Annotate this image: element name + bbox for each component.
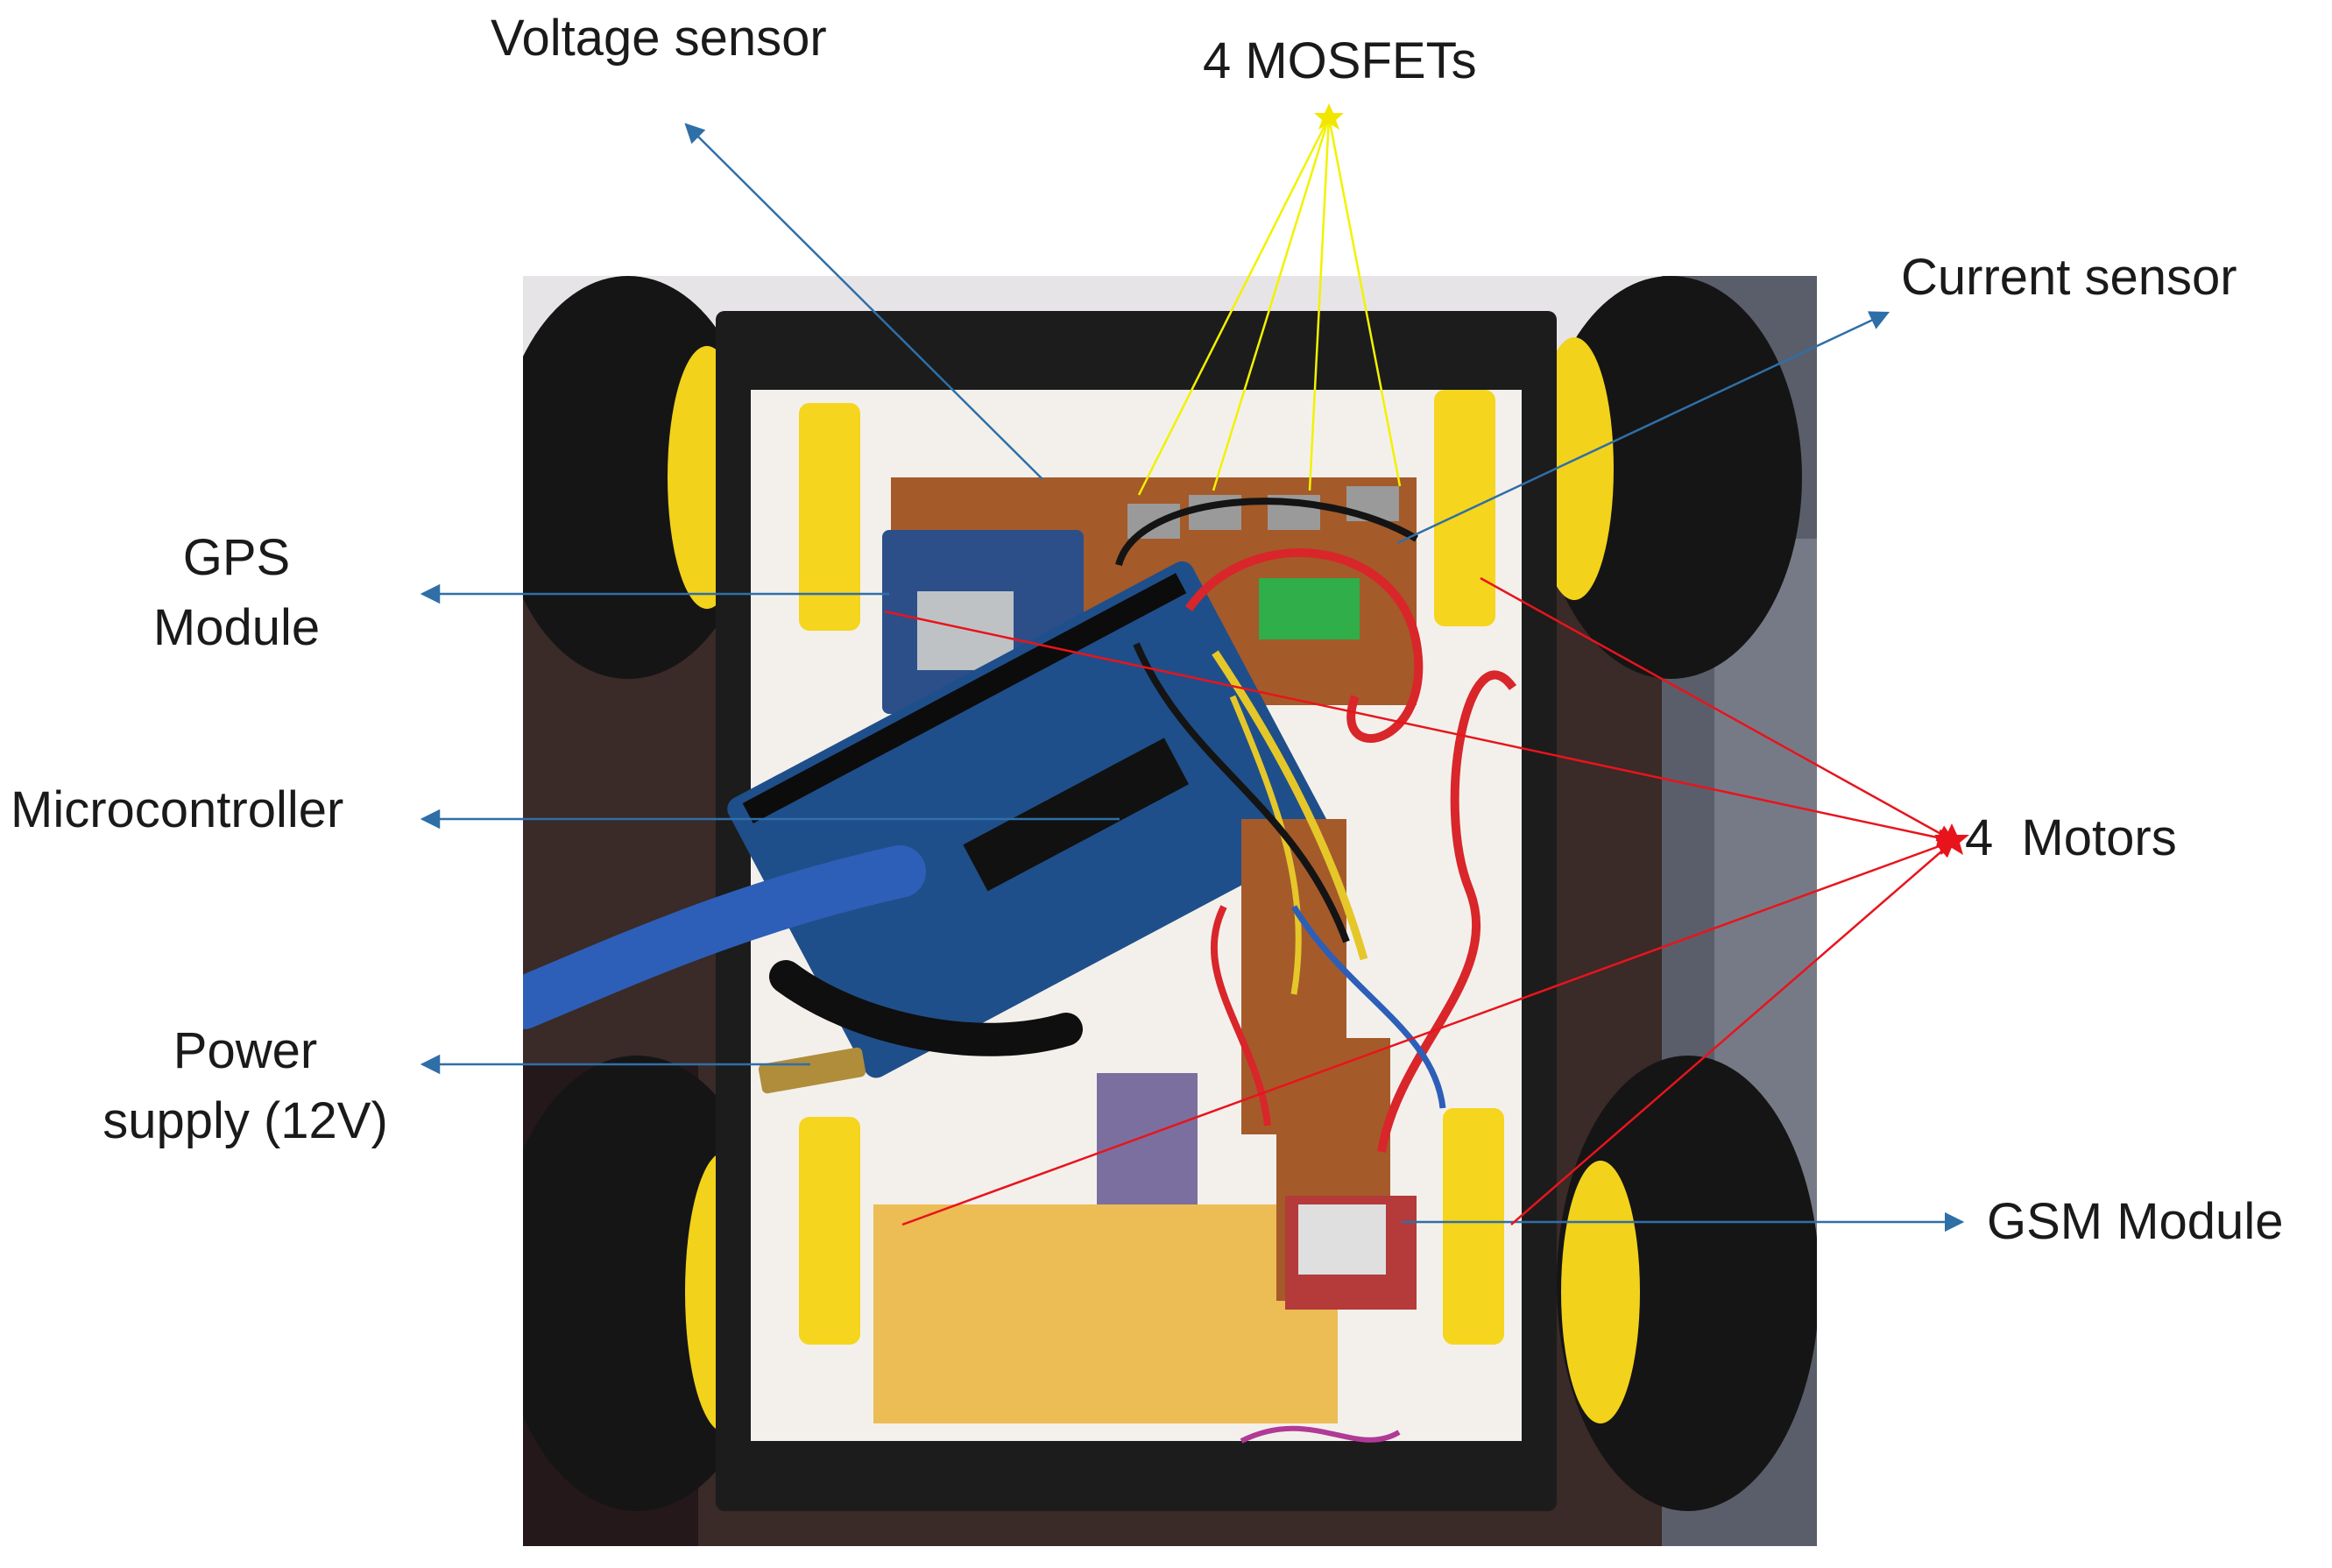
motor-lines: [884, 576, 1955, 1226]
robot-photo-illustration: [523, 276, 1817, 1546]
motor-bottom-left: [799, 1117, 860, 1345]
mosfet-lines: [1137, 117, 1402, 496]
mosfet-star-icon: [1314, 103, 1344, 130]
motor-top-left: [799, 403, 860, 631]
motors-label: 4 Motors: [1965, 809, 2177, 866]
power-supply-label-line2: supply (12V): [102, 1092, 388, 1149]
gps-module-label-line2: Module: [152, 599, 321, 656]
wheel-bottom-right: [1557, 1056, 1817, 1511]
voltage-sensor-arrow: [684, 123, 1043, 480]
mosfets-label: 4 MOSFETs: [1203, 32, 1477, 89]
current-sensor-label: Current sensor: [1901, 249, 2237, 306]
microcontroller-label: Microcontroller: [11, 781, 344, 838]
motor-top-right: [1434, 390, 1495, 626]
motor-bottom-right: [1443, 1108, 1504, 1345]
gsm-module-label: GSM Module: [1987, 1193, 2284, 1250]
power-supply-label-line1: Power: [173, 1022, 318, 1079]
voltage-sensor-label: Voltage sensor: [491, 10, 827, 67]
current-sensor-board: [1259, 578, 1360, 639]
robot-photo: [523, 276, 1817, 1546]
current-sensor-arrow: [1396, 311, 1890, 545]
motors-star-icon: [1934, 823, 1969, 855]
gps-module-label-line1: GPS: [182, 529, 291, 586]
